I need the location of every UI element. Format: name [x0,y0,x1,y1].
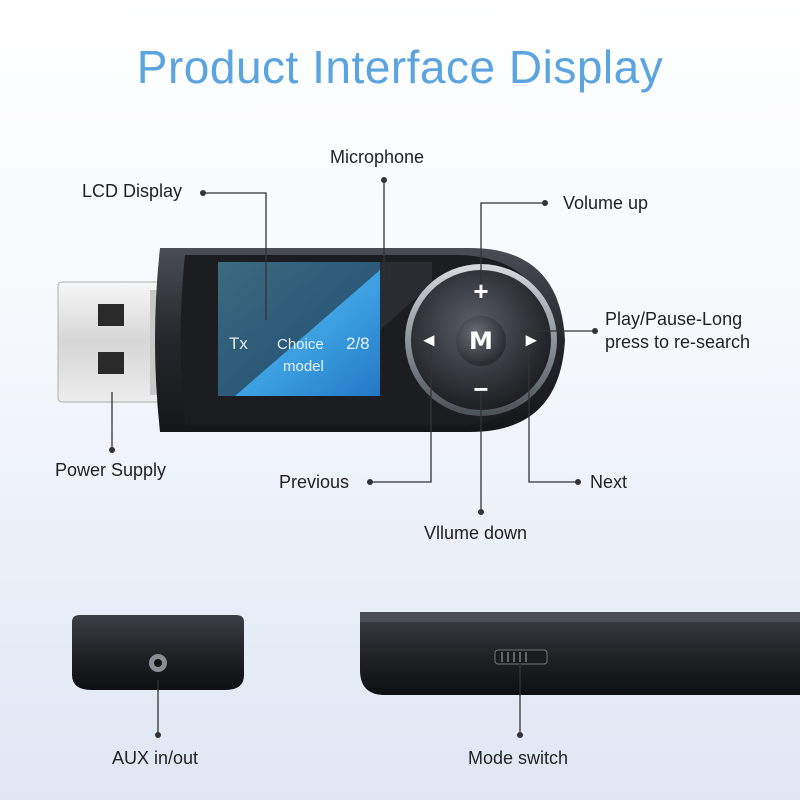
mode-switch-label: Mode switch [468,748,569,768]
next-button[interactable]: ▸ [525,329,537,351]
volume-up-button[interactable]: + [473,276,489,306]
volume-down-button[interactable]: − [473,374,489,404]
lcd-display-label: LCD Display [82,181,183,201]
mode-switch-slider [494,649,548,665]
previous-label: Previous [279,472,350,492]
side-device [360,612,800,695]
microphone-label: Microphone [330,147,425,167]
aux-label: AUX in/out [112,748,199,768]
lcd-track-text: 2/8 [346,334,370,353]
aux-device [72,615,244,690]
callout-lines [111,180,595,735]
next-label: Next [590,472,628,492]
play-pause-button[interactable]: M [456,316,506,366]
callout-dots [109,177,598,738]
play-pause-label-line1: Play/Pause-Long [605,309,743,329]
lcd-mode-text: Tx [229,334,248,353]
power-supply-label: Power Supply [55,460,167,480]
page-title: Product Interface Display [136,41,664,93]
lcd-line1-text: Choice [277,336,324,353]
play-pause-label-line2: press to re-search [605,332,751,352]
lcd-line2-text: model [283,358,324,375]
volume-down-label: Vllume down [424,523,528,543]
previous-button[interactable]: ◂ [423,329,435,351]
volume-up-label: Volume up [563,193,649,213]
usb-connector [57,281,164,403]
